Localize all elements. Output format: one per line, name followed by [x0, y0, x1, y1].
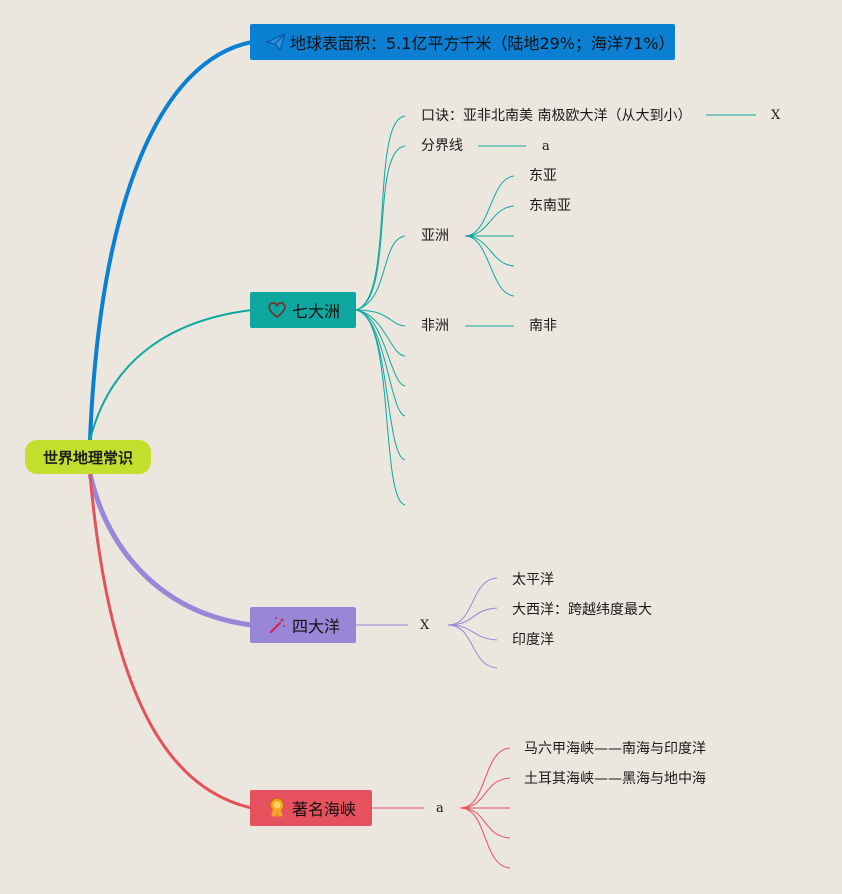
straits-child[interactable]: a: [436, 801, 444, 816]
oceans-child[interactable]: X: [420, 618, 430, 633]
magic-wand-icon: [266, 614, 288, 636]
ocean-indian[interactable]: 印度洋: [512, 632, 554, 648]
topic-continents[interactable]: 七大洲: [250, 292, 356, 328]
connector-root-straits: [88, 473, 253, 810]
continents-asia[interactable]: 亚洲: [421, 228, 449, 244]
strait-malacca[interactable]: 马六甲海峡——南海与印度洋: [524, 741, 706, 757]
topic-oceans-label: 四大洋: [292, 617, 341, 636]
connector-root-oceans: [87, 473, 253, 628]
connector-root-area: [88, 40, 253, 441]
continents-branches: [355, 114, 756, 506]
topic-straits[interactable]: 著名海峡: [250, 790, 372, 826]
award-icon: [266, 797, 288, 819]
topic-straits-label: 著名海峡: [292, 800, 357, 819]
straits-branches: [372, 747, 511, 869]
paper-plane-icon: [266, 31, 286, 53]
strait-turkish[interactable]: 土耳其海峡——黑海与地中海: [524, 771, 706, 787]
continents-boundary-child[interactable]: a: [542, 139, 550, 154]
root-topic-label: 世界地理常识: [42, 448, 133, 467]
connector-root-continents: [89, 309, 253, 441]
topic-continents-label: 七大洲: [292, 302, 341, 321]
asia-child-east-asia[interactable]: 东亚: [529, 168, 557, 184]
oceans-branches: [356, 577, 498, 669]
continents-mnemonic-child[interactable]: X: [771, 108, 781, 123]
topic-oceans[interactable]: 四大洋: [250, 607, 356, 643]
topic-earth-area[interactable]: 地球表面积：5.1亿平方千米（陆地29%；海洋71%）: [250, 24, 675, 60]
continents-mnemonic[interactable]: 口诀：亚非北南美 南极欧大洋（从大到小）: [421, 108, 692, 124]
ocean-pacific[interactable]: 太平洋: [512, 572, 554, 588]
asia-child-southeast-asia[interactable]: 东南亚: [529, 198, 571, 214]
topic-earth-area-label: 地球表面积：5.1亿平方千米（陆地29%；海洋71%）: [290, 34, 675, 53]
heart-icon: [266, 299, 288, 321]
ocean-atlantic[interactable]: 大西洋：跨越纬度最大: [512, 602, 652, 618]
continents-boundary[interactable]: 分界线: [421, 138, 463, 154]
continents-africa[interactable]: 非洲: [421, 318, 449, 334]
root-topic[interactable]: 世界地理常识: [25, 440, 151, 474]
africa-child-south-africa[interactable]: 南非: [529, 318, 557, 334]
